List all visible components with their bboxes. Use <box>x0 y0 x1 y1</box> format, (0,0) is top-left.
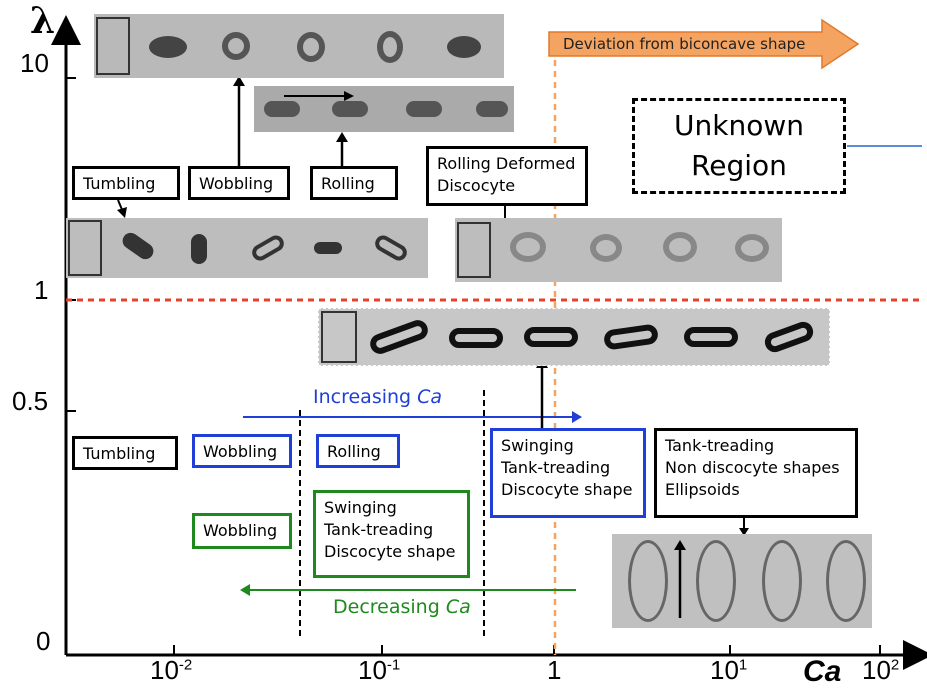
x-tick-1e1: 101 <box>710 655 748 685</box>
rbc-image <box>762 540 802 622</box>
rbc-image <box>449 328 503 348</box>
label-tank-treading: Tank-treading Non discocyte shapes Ellip… <box>654 428 858 518</box>
shear-flow-icon <box>457 222 491 278</box>
rbc-image <box>628 540 668 622</box>
x-tick-1e-2: 10-2 <box>150 655 193 685</box>
rbc-image <box>826 540 866 622</box>
rbc-image <box>249 232 287 264</box>
rbc-image <box>524 327 578 347</box>
deviation-banner-label: Deviation from biconcave shape <box>563 35 806 53</box>
rbc-image <box>191 234 207 264</box>
rbc-image <box>314 242 342 254</box>
image-strip-ellipsoids <box>612 534 872 628</box>
rbc-image <box>406 101 442 117</box>
unknown-region-box: Unknown Region <box>632 98 846 194</box>
rbc-image <box>332 101 368 117</box>
image-strip-middle-right <box>455 218 782 282</box>
rbc-image <box>696 540 736 622</box>
decreasing-ca-label: Decreasing Ca <box>333 596 471 618</box>
shear-flow-icon <box>321 311 357 363</box>
x-axis-label: Ca <box>803 655 842 688</box>
label-rolling-deformed: Rolling Deformed Discocyte <box>426 146 588 206</box>
rbc-image <box>762 319 816 355</box>
rbc-image <box>602 323 660 351</box>
x-tick-1e-1: 10-1 <box>358 655 401 685</box>
unknown-region-label: Unknown Region <box>674 109 804 182</box>
label-tumbling-upper: Tumbling <box>72 166 180 200</box>
rbc-image <box>264 101 300 117</box>
rbc-image <box>476 101 508 117</box>
deviation-banner-shape <box>548 18 860 70</box>
image-strip-swinging <box>318 308 830 366</box>
rbc-image <box>119 229 157 263</box>
increasing-ca-label: Increasing Ca <box>313 386 443 408</box>
rbc-image <box>590 234 622 262</box>
x-tick-1e2: 102 <box>862 655 900 685</box>
label-tumbling-lower: Tumbling <box>72 436 178 470</box>
shear-flow-icon <box>68 220 102 276</box>
rbc-image <box>367 317 431 357</box>
y-tick-10: 10 <box>20 48 49 78</box>
rbc-image <box>510 232 546 262</box>
rbc-image <box>372 232 410 264</box>
label-wobbling-green: Wobbling <box>192 513 292 549</box>
y-axis-label: λ <box>30 0 56 42</box>
label-wobbling-blue: Wobbling <box>192 434 292 468</box>
rbc-image <box>149 36 187 58</box>
image-strip-middle-left <box>66 218 428 278</box>
rbc-image <box>377 31 403 63</box>
rbc-image <box>222 32 250 60</box>
image-strip-rolling <box>254 86 514 132</box>
shear-flow-icon <box>96 17 130 75</box>
rbc-image <box>447 36 481 58</box>
y-tick-1: 1 <box>34 275 49 305</box>
rbc-image <box>297 32 325 62</box>
label-wobbling-upper: Wobbling <box>188 166 290 200</box>
y-tick-0-5: 0.5 <box>12 386 49 416</box>
label-swinging-green: Swinging Tank-treading Discocyte shape <box>313 490 470 578</box>
image-strip-top <box>94 14 504 78</box>
x-tick-1: 1 <box>547 655 562 685</box>
label-rolling-upper: Rolling <box>310 166 398 200</box>
rbc-image <box>735 234 769 262</box>
label-rolling-blue: Rolling <box>316 434 400 468</box>
label-swinging-blue: Swinging Tank-treading Discocyte shape <box>490 428 646 518</box>
rbc-image <box>663 232 697 262</box>
rbc-image <box>684 327 738 347</box>
y-tick-0: 0 <box>36 626 51 656</box>
